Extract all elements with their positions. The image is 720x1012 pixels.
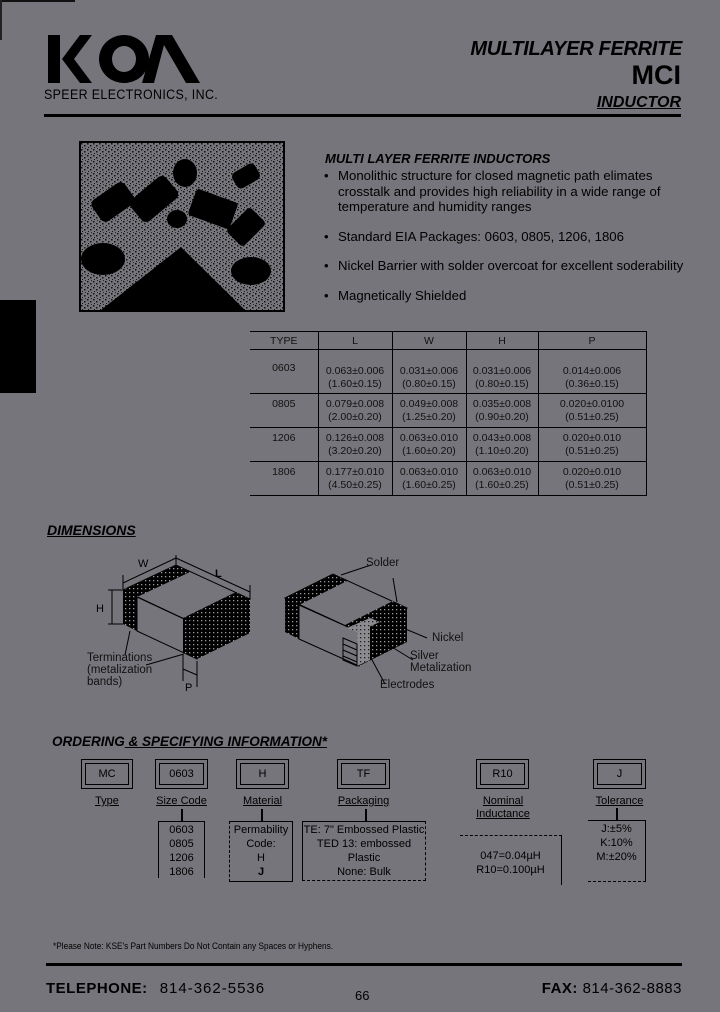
column-header-type: TYPE xyxy=(250,331,319,350)
cell-w: 0.063±0.010(1.60±0.20) xyxy=(391,427,467,462)
cell-type: 1806 xyxy=(250,461,319,496)
packaging-code-box: TF xyxy=(337,759,390,789)
product-code-title: MCI xyxy=(631,60,682,90)
nickel-label: Nickel xyxy=(432,632,464,644)
size-code-options: 0603 0805 1206 1806 xyxy=(158,821,205,878)
cell-type: 1206 xyxy=(250,427,319,462)
size-code-box: 0603 xyxy=(155,759,208,789)
features-list: Monolithic structure for closed magnetic… xyxy=(324,168,694,317)
koa-logo xyxy=(48,35,200,83)
tolerance-options: J:±5% K:10% M:±20% xyxy=(588,820,646,882)
dimensions-table: TYPE L W H P 0603 0.063±0.006(1.60±0.15)… xyxy=(250,331,647,496)
material-label: Material xyxy=(242,795,283,807)
electrodes-label: Electrodes xyxy=(380,679,435,691)
features-heading: MULTI LAYER FERRITE INDUCTORS xyxy=(325,151,551,166)
product-type-title: INDUCTOR xyxy=(596,94,681,111)
cell-type: 0805 xyxy=(250,393,319,428)
material-code-box: H xyxy=(236,759,289,789)
column-header-p: P xyxy=(537,331,647,350)
chip-dimension-diagram: W L H P xyxy=(96,555,252,694)
column-header-l: L xyxy=(317,331,393,350)
inductance-options: 047=0.04µH R10=0.100µH xyxy=(460,835,562,885)
header-divider xyxy=(360,114,681,117)
svg-text:H: H xyxy=(96,603,104,615)
solder-label: Solder xyxy=(366,557,400,569)
cell-w: 0.049±0.008(1.25±0.20) xyxy=(391,393,467,428)
type-label: Type xyxy=(95,795,119,807)
tolerance-code-box: J xyxy=(593,759,646,789)
header-divider xyxy=(44,114,364,117)
packaging-label: Packaging xyxy=(337,795,390,807)
cell-h: 0.031±0.006(0.80±0.15) xyxy=(465,349,539,394)
svg-text:L: L xyxy=(215,568,222,580)
scan-edge-mark xyxy=(0,0,2,40)
telephone: TELEPHONE: 814-362-5536 xyxy=(46,980,265,997)
cell-h: 0.035±0.008(0.90±0.20) xyxy=(465,393,539,428)
connector-line xyxy=(616,808,618,821)
inductance-label: Nominal Inductance xyxy=(476,795,530,820)
column-header-h: H xyxy=(465,331,539,350)
part-number-footnote: *Please Note: KSE's Part Numbers Do Not … xyxy=(53,941,334,951)
fax-number: 814-362-8883 xyxy=(582,980,682,997)
telephone-label: TELEPHONE: xyxy=(46,980,148,997)
terminations-label: Terminations (metalization bands) xyxy=(87,652,153,688)
chip-construction-diagram xyxy=(283,564,428,685)
cell-w: 0.063±0.010(1.60±0.25) xyxy=(391,461,467,496)
feature-item: Magnetically Shielded xyxy=(324,288,694,304)
connector-line xyxy=(181,809,183,822)
company-name: SPEER ELECTRONICS, INC. xyxy=(44,87,219,102)
tolerance-label: Tolerance xyxy=(595,795,644,807)
table-header-row: TYPE L W H P xyxy=(250,331,647,350)
page-number: 66 xyxy=(355,988,370,1003)
table-row: 0603 0.063±0.006(1.60±0.15) 0.031±0.006(… xyxy=(250,349,647,394)
cell-h: 0.063±0.010(1.60±0.25) xyxy=(465,461,539,496)
material-options: Permability Code: H J xyxy=(229,821,293,882)
cell-p: 0.020±0.010(0.51±0.25) xyxy=(537,461,647,496)
inductor-chips-image xyxy=(81,143,283,310)
telephone-number: 814-362-5536 xyxy=(159,980,266,997)
cell-p: 0.014±0.006(0.36±0.15) xyxy=(537,349,647,394)
cell-l: 0.079±0.008(2.00±0.20) xyxy=(317,393,393,428)
table-row: 0805 0.079±0.008(2.00±0.20) 0.049±0.008(… xyxy=(250,393,647,428)
product-family-title: MULTILAYER FERRITE xyxy=(470,38,682,60)
cell-l: 0.126±0.008(3.20±0.20) xyxy=(317,427,393,462)
size-code-label: Size Code xyxy=(156,795,207,807)
packaging-options: TE: 7" Embossed Plastic TED 13: embossed… xyxy=(302,821,426,881)
cell-type: 0603 xyxy=(250,349,319,394)
column-header-w: W xyxy=(391,331,467,350)
feature-item: Nickel Barrier with solder overcoat for … xyxy=(324,258,694,274)
scan-edge-mark xyxy=(0,0,75,2)
footer-divider xyxy=(46,963,682,966)
dimensions-heading: DIMENSIONS xyxy=(47,522,136,538)
cell-l: 0.177±0.010(4.50±0.25) xyxy=(317,461,393,496)
cell-p: 0.020±0.0100(0.51±0.25) xyxy=(537,393,647,428)
connector-line xyxy=(365,809,367,822)
inductance-code-box: R10 xyxy=(476,759,529,789)
cell-p: 0.020±0.010(0.51±0.25) xyxy=(537,427,647,462)
cell-w: 0.031±0.006(0.80±0.15) xyxy=(391,349,467,394)
ordering-heading: ORDERING & SPECIFYING INFORMATION* xyxy=(52,734,328,749)
svg-text:W: W xyxy=(138,558,149,570)
type-code-box: MC xyxy=(81,759,133,789)
cell-h: 0.043±0.008(1.10±0.20) xyxy=(465,427,539,462)
svg-text:P: P xyxy=(185,682,192,694)
table-row: 1206 0.126±0.008(3.20±0.20) 0.063±0.010(… xyxy=(250,427,647,462)
section-tab-marker xyxy=(0,300,36,393)
cell-l: 0.063±0.006(1.60±0.15) xyxy=(317,349,393,394)
fax-label: FAX: xyxy=(541,980,578,997)
connector-line xyxy=(261,809,263,822)
table-row: 1806 0.177±0.010(4.50±0.25) 0.063±0.010(… xyxy=(250,461,647,496)
silver-metalization-label: Silver Metalization xyxy=(410,650,472,674)
product-photo xyxy=(79,141,285,312)
feature-item: Monolithic structure for closed magnetic… xyxy=(324,168,694,215)
feature-item: Standard EIA Packages: 0603, 0805, 1206,… xyxy=(324,229,694,245)
fax: FAX: 814-362-8883 xyxy=(542,980,682,997)
